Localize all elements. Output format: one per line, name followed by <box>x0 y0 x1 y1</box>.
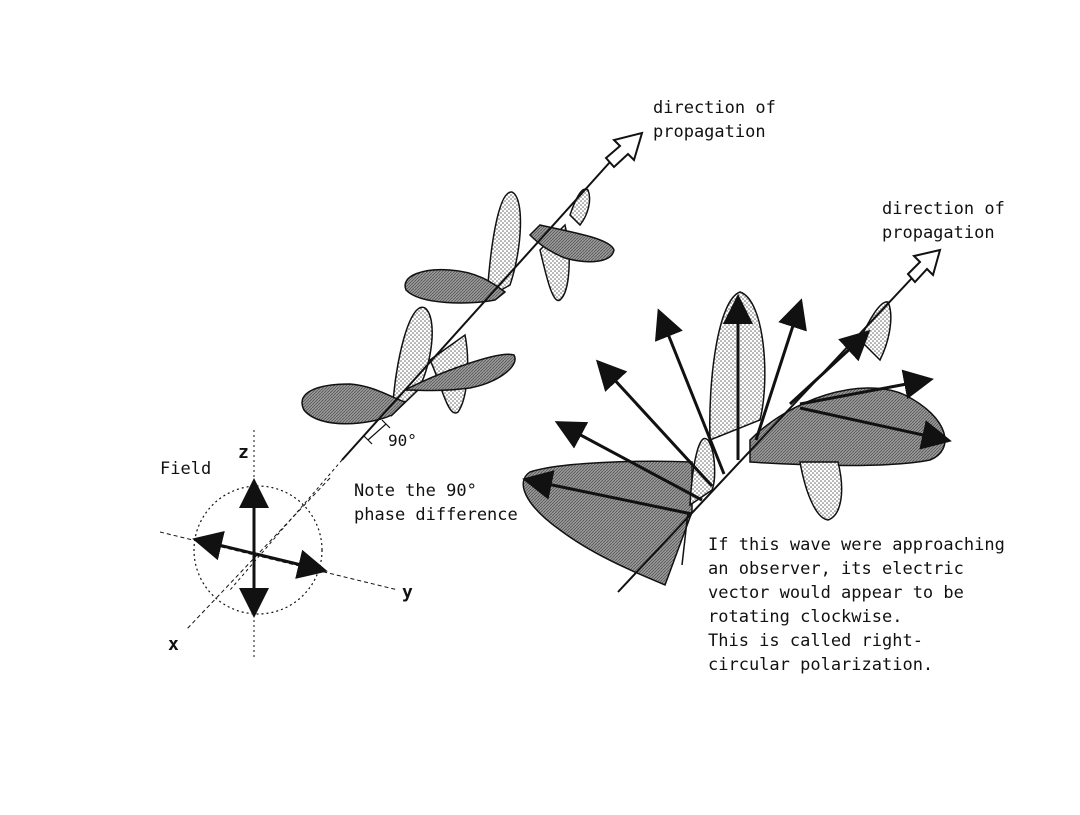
description-line-5: This is called right- <box>708 631 923 651</box>
y-axis-label: y <box>402 582 413 603</box>
field-vector-2 <box>554 421 703 502</box>
direction-label-right-line1: direction of <box>882 199 1005 219</box>
left-horizontal-lobe-3 <box>404 268 507 304</box>
direction-label-left-line2: propagation <box>653 122 766 142</box>
left-vertical-lobe-3 <box>486 191 522 300</box>
description-line-2: an observer, its electric <box>708 559 964 579</box>
field-label: Field <box>160 459 211 479</box>
field-vector-7 <box>788 329 871 406</box>
left-wave-group: 90° direction of propagation Note the 90… <box>229 98 776 591</box>
direction-label-right-line2: propagation <box>882 223 995 243</box>
description-line-1: If this wave were approaching <box>708 535 1005 555</box>
right-wave-group: direction of propagation If this wave we… <box>522 199 1005 675</box>
y-field-vector <box>255 549 328 579</box>
right-vertical-lobe-3 <box>799 461 843 521</box>
y-field-vector-neg <box>192 531 257 561</box>
right-direction-arrow-icon <box>906 248 942 284</box>
field-vector-3 <box>595 359 714 488</box>
description-line-3: vector would appear to be <box>708 583 964 603</box>
field-vector-1 <box>522 470 693 516</box>
right-vertical-lobe-1 <box>689 437 716 507</box>
field-vector-9 <box>799 406 952 450</box>
phase-note-line2: phase difference <box>354 505 518 525</box>
field-axes-group: Field z y x <box>159 430 413 660</box>
field-rotation-circle <box>193 485 323 615</box>
direction-label-left-line1: direction of <box>653 98 776 118</box>
left-propagation-axis <box>341 161 611 461</box>
phase-marker-bracket <box>363 419 391 445</box>
x-axis-label: x <box>168 634 179 655</box>
description-line-4: rotating clockwise. <box>708 607 902 627</box>
field-vector-6 <box>754 298 807 441</box>
description-line-6: circular polarization. <box>708 655 933 675</box>
phase-marker-label: 90° <box>388 431 417 450</box>
phase-note-line1: Note the 90° <box>354 481 477 501</box>
left-horizontal-lobe-1 <box>301 383 407 425</box>
left-vertical-lobe-1 <box>391 306 433 417</box>
right-horizontal-lobe-2 <box>749 387 946 467</box>
right-vertical-lobe-4 <box>859 301 892 362</box>
z-axis-label: z <box>238 442 249 463</box>
left-horizontal-lobe-4 <box>528 224 615 263</box>
right-axis-tail <box>681 511 689 566</box>
field-vector-8 <box>799 369 934 406</box>
left-horizontal-lobe-2 <box>404 353 516 392</box>
left-direction-arrow-icon <box>604 131 644 169</box>
field-vector-4 <box>654 308 726 475</box>
